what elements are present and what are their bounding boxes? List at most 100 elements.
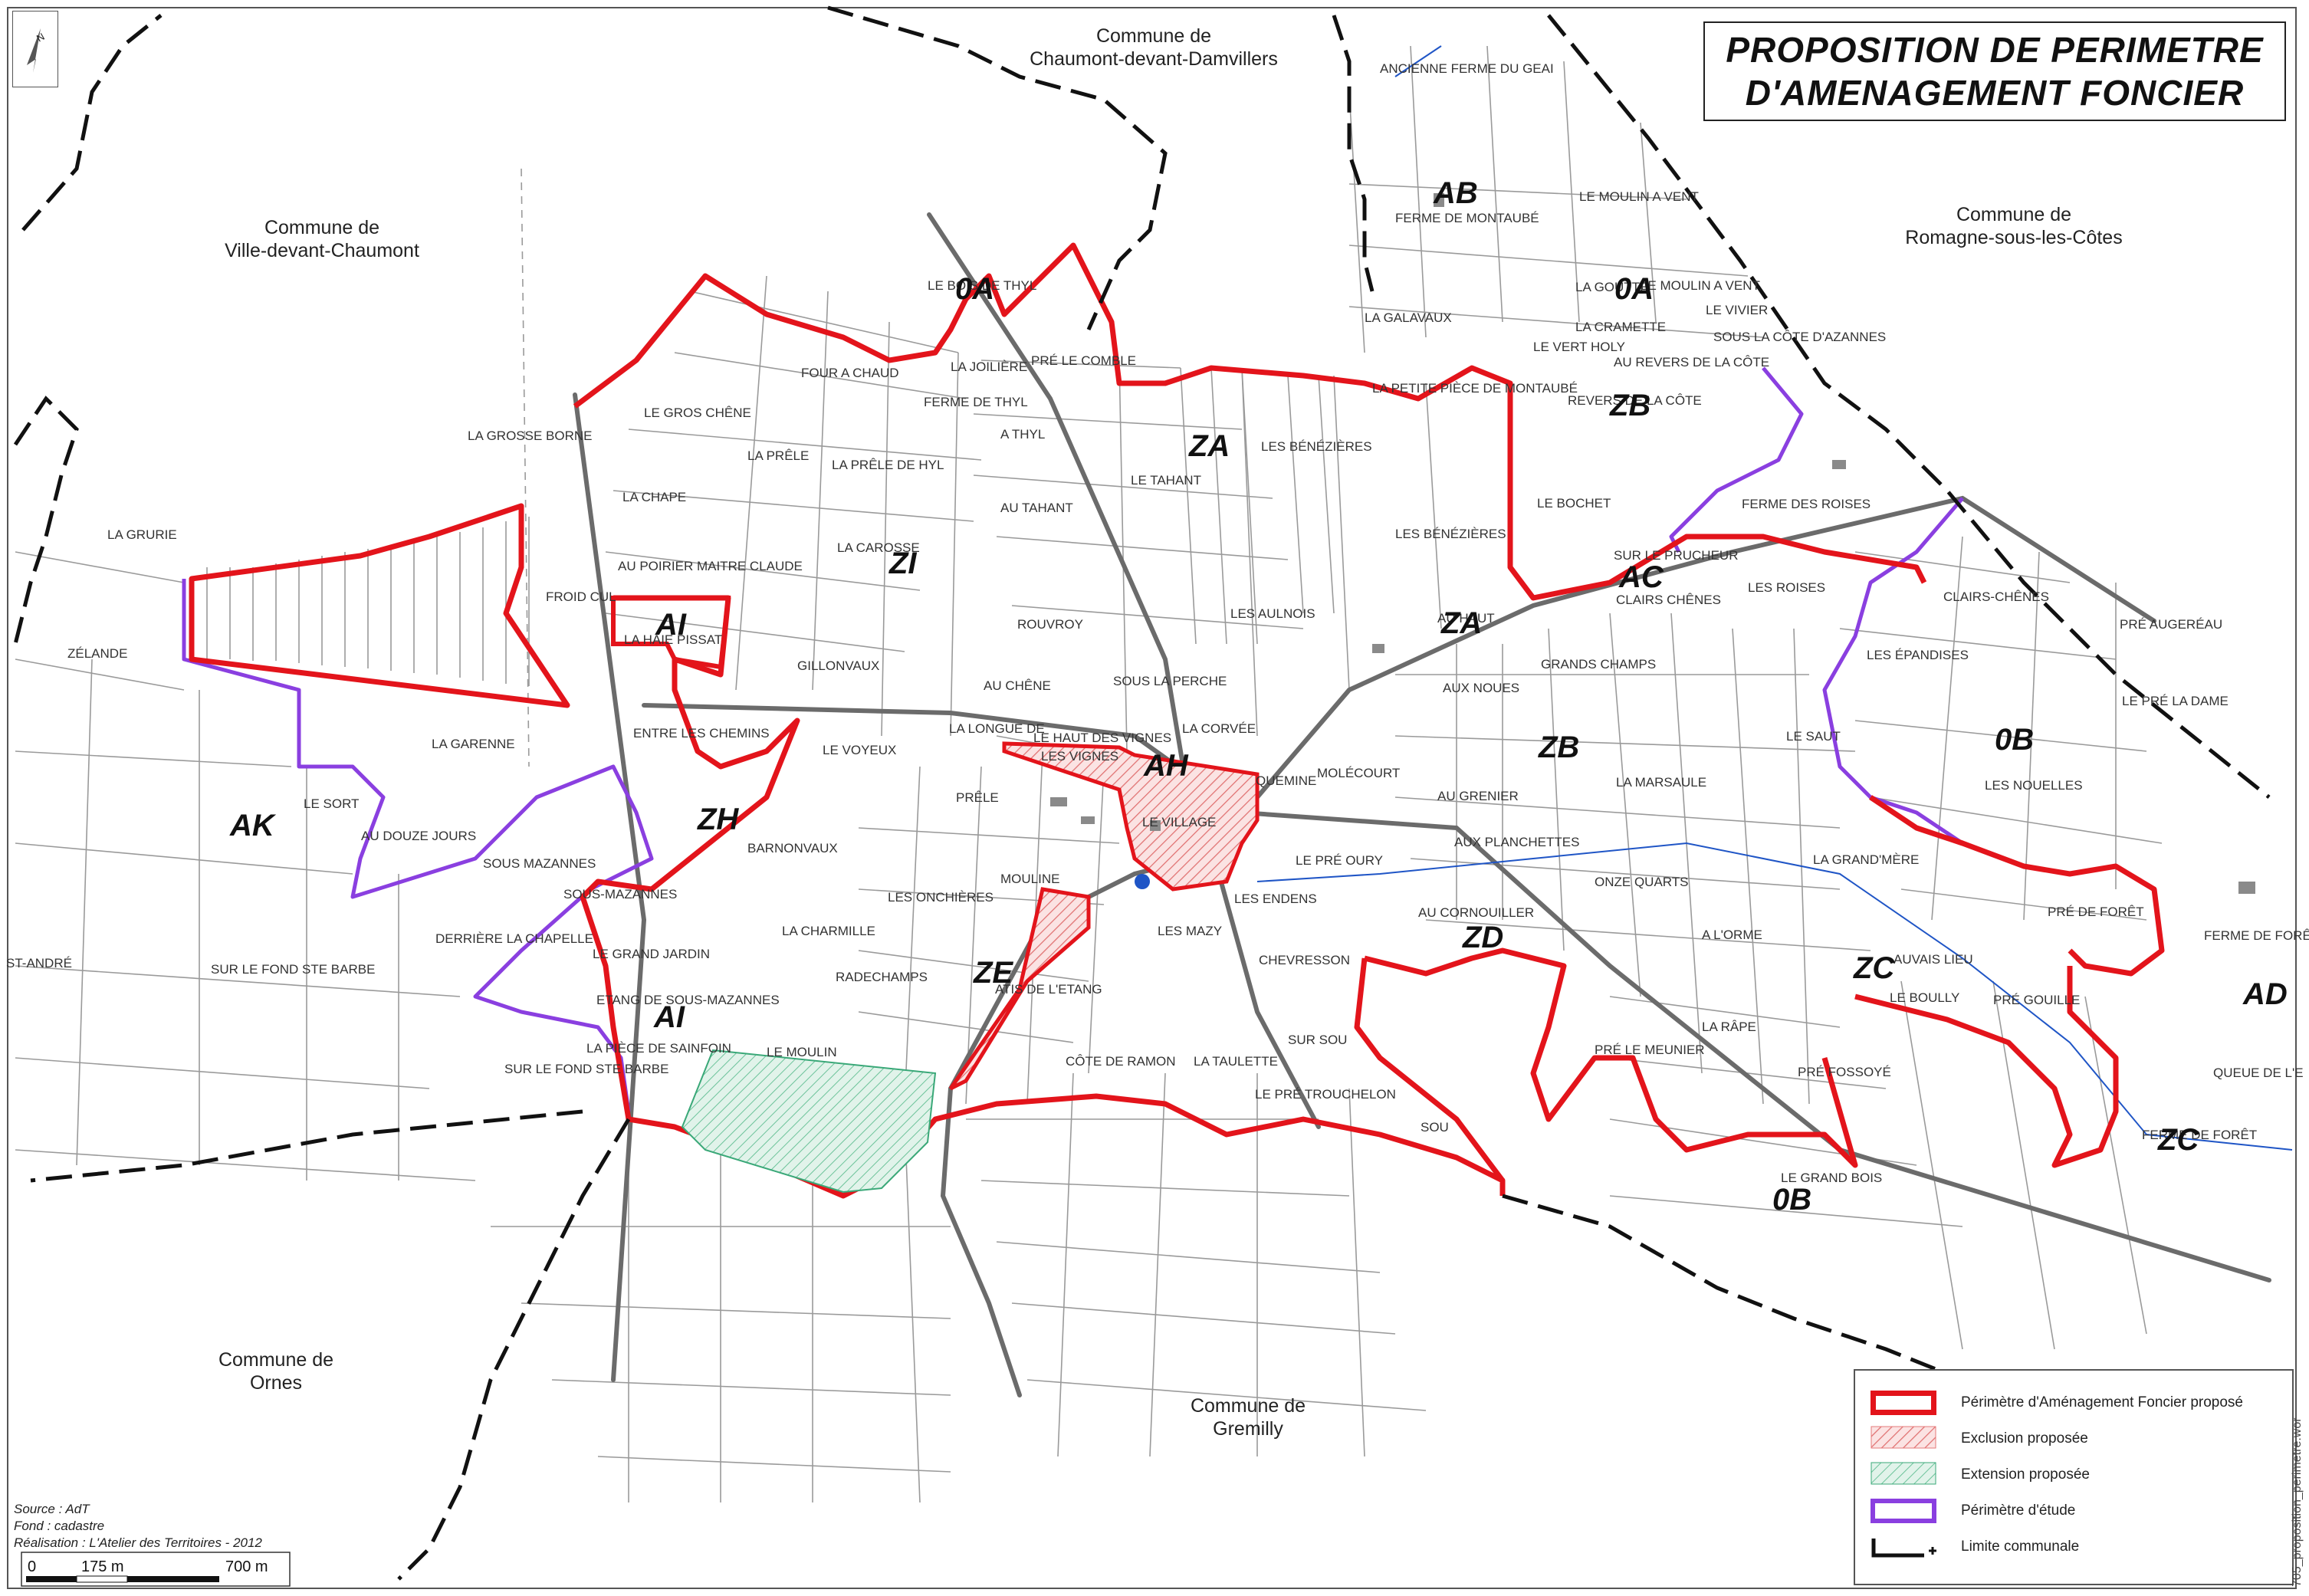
place-label: LES ONCHIÈRES xyxy=(888,890,994,905)
section-label: ZB xyxy=(1538,731,1579,764)
place-label: LA RÂPE xyxy=(1702,1020,1756,1034)
place-label: LE GROS CHÊNE xyxy=(644,406,751,420)
place-label: LE SAUT xyxy=(1786,729,1841,744)
extension-area xyxy=(681,1049,937,1194)
place-label: FOUR A CHAUD xyxy=(801,366,899,380)
section-label: ZA xyxy=(1188,429,1230,463)
legend: Périmètre d'Aménagement Foncier proposé … xyxy=(1854,1369,2294,1585)
credits: Source : AdT Fond : cadastre Réalisation… xyxy=(14,1501,262,1552)
section-label: AI xyxy=(655,608,687,642)
place-label: FROID CUL xyxy=(546,589,616,604)
legend-item-limite: Limite communale xyxy=(1871,1529,2277,1565)
place-label: LE GRAND JARDIN xyxy=(593,947,710,961)
credit-source: Source : AdT xyxy=(14,1502,90,1516)
section-label: 0A xyxy=(1614,272,1654,306)
place-label: LE MOULIN A VENT xyxy=(1579,189,1699,204)
credit-realisation: Réalisation : L'Atelier des Territoires … xyxy=(14,1535,262,1550)
section-label: ZE xyxy=(973,956,1013,990)
place-label: ETANG DE SOUS-MAZANNES xyxy=(596,993,780,1007)
place-label: LE MOULIN A VENT xyxy=(1641,278,1760,293)
commune-label: Chaumont-devant-Damvillers xyxy=(1030,48,1278,70)
place-label: ROUVROY xyxy=(1017,617,1083,632)
title-line-2: D'AMENAGEMENT FONCIER xyxy=(1745,73,2245,113)
place-label: AU TAHANT xyxy=(1000,501,1073,515)
place-label: SUR LE PRUCHEUR xyxy=(1614,548,1738,563)
commune-label: Ville-devant-Chaumont xyxy=(225,240,419,261)
place-label: LA PRÊLE xyxy=(747,448,809,463)
commune-label: Commune de xyxy=(1191,1395,1306,1417)
place-label: LA CRAMETTE xyxy=(1575,320,1666,334)
place-label: SUR LE FOND STE BARBE xyxy=(211,962,375,977)
commune-label: Romagne-sous-les-Côtes xyxy=(1905,227,2122,248)
place-label: LA GRAND'MÈRE xyxy=(1813,852,1919,867)
place-label: PRÉ FOSSOYÉ xyxy=(1798,1065,1891,1079)
place-label: FERME DE MONTAUBÉ xyxy=(1395,211,1539,225)
limite-communale xyxy=(13,5,2271,1581)
commune-label: Gremilly xyxy=(1213,1418,1283,1440)
place-label: LE VILLAGE xyxy=(1142,815,1216,829)
watercourse xyxy=(1256,45,2293,1151)
section-label: ZB xyxy=(1609,389,1650,422)
legend-label: Périmètre d'Aménagement Foncier proposé xyxy=(1961,1394,2243,1410)
place-label: ENTRE LES CHEMINS xyxy=(633,726,770,741)
scale-label-0: 0 xyxy=(28,1558,36,1575)
place-label: ATIS DE L'ETANG xyxy=(995,982,1102,997)
exclusion-village xyxy=(1002,741,1260,892)
place-label: SOUS LA PERCHE xyxy=(1113,674,1227,688)
place-label: QUEUE DE L'E xyxy=(2213,1066,2304,1080)
legend-label: Périmètre d'étude xyxy=(1961,1502,2076,1519)
place-label: LE VOYEUX xyxy=(823,743,896,757)
legend-swatch-red xyxy=(1871,1390,1936,1415)
legend-swatch-purple xyxy=(1871,1498,1936,1523)
commune-label: Commune de xyxy=(1096,25,1211,47)
place-label: LE BOIS DE THYL xyxy=(928,278,1036,293)
place-label: CLAIRS-CHÊNES xyxy=(1943,589,2049,604)
place-label: SUR SOU xyxy=(1288,1033,1347,1047)
place-label: ANCIENNE FERME DU GEAI xyxy=(1380,61,1554,76)
place-label: AUVAIS LIEU xyxy=(1894,952,1973,967)
legend-swatch-hatch-red xyxy=(1871,1426,1936,1452)
section-label: AB xyxy=(1433,176,1478,210)
place-label: A L'ORME xyxy=(1702,928,1762,942)
place-label: SOU xyxy=(1421,1120,1449,1135)
place-label: AU GRENIER xyxy=(1437,789,1519,803)
place-label: AUX PLANCHETTES xyxy=(1454,835,1579,849)
place-label: AU DOUZE JOURS xyxy=(361,829,476,843)
place-label: LE TAHANT xyxy=(1131,473,1201,488)
place-label: SOUS MAZANNES xyxy=(483,856,596,871)
section-label: AK xyxy=(229,809,277,842)
legend-swatch-hatch-green xyxy=(1871,1462,1936,1488)
place-label: LA TAULETTE xyxy=(1194,1054,1278,1069)
place-label: LE GRAND BOIS xyxy=(1781,1171,1882,1185)
place-label: PRÉ GOUILLE xyxy=(1993,993,2080,1007)
place-label: AU CHÊNE xyxy=(984,678,1051,693)
place-label: LES ÉPANDISES xyxy=(1867,648,1969,662)
place-label: GRANDS CHAMPS xyxy=(1541,657,1656,672)
exclusion-ze xyxy=(948,887,1091,1091)
place-label: SOUS LA CÔTE D'AZANNES xyxy=(1713,330,1886,344)
place-label: LE VERT HOLY xyxy=(1533,340,1625,354)
north-arrow-icon: N xyxy=(27,28,47,73)
place-label: PRÉ LE MEUNIER xyxy=(1595,1043,1705,1057)
place-label: MOULINE xyxy=(1000,872,1059,886)
section-label: 0B xyxy=(1995,723,2034,757)
place-label: PRÉ LE COMBLE xyxy=(1031,353,1136,368)
place-label: LE BOULLY xyxy=(1890,990,1959,1005)
section-label: 0A xyxy=(955,272,994,306)
place-label: LE PRÉ TROUCHELON xyxy=(1255,1087,1396,1102)
place-label: AU CORNOUILLER xyxy=(1418,905,1534,920)
pond xyxy=(1135,874,1150,889)
place-label: LES ROISES xyxy=(1748,580,1825,595)
place-label: REVERS DE LA CÔTE xyxy=(1568,393,1702,408)
section-label: AH xyxy=(1143,749,1189,783)
ai-excl-outline xyxy=(611,596,731,670)
section-label: AD xyxy=(2242,977,2288,1011)
place-label: LA JOILIÈRE xyxy=(951,360,1027,374)
place-label: SOUS-MAZANNES xyxy=(563,887,677,901)
scale-label-175: 175 m xyxy=(81,1558,124,1575)
place-label: LES NOUELLES xyxy=(1985,778,2083,793)
place-label: AU POIRIER MAITRE CLAUDE xyxy=(618,559,803,573)
place-label: A THYL xyxy=(1000,427,1045,442)
commune-label: Commune de xyxy=(264,217,379,238)
